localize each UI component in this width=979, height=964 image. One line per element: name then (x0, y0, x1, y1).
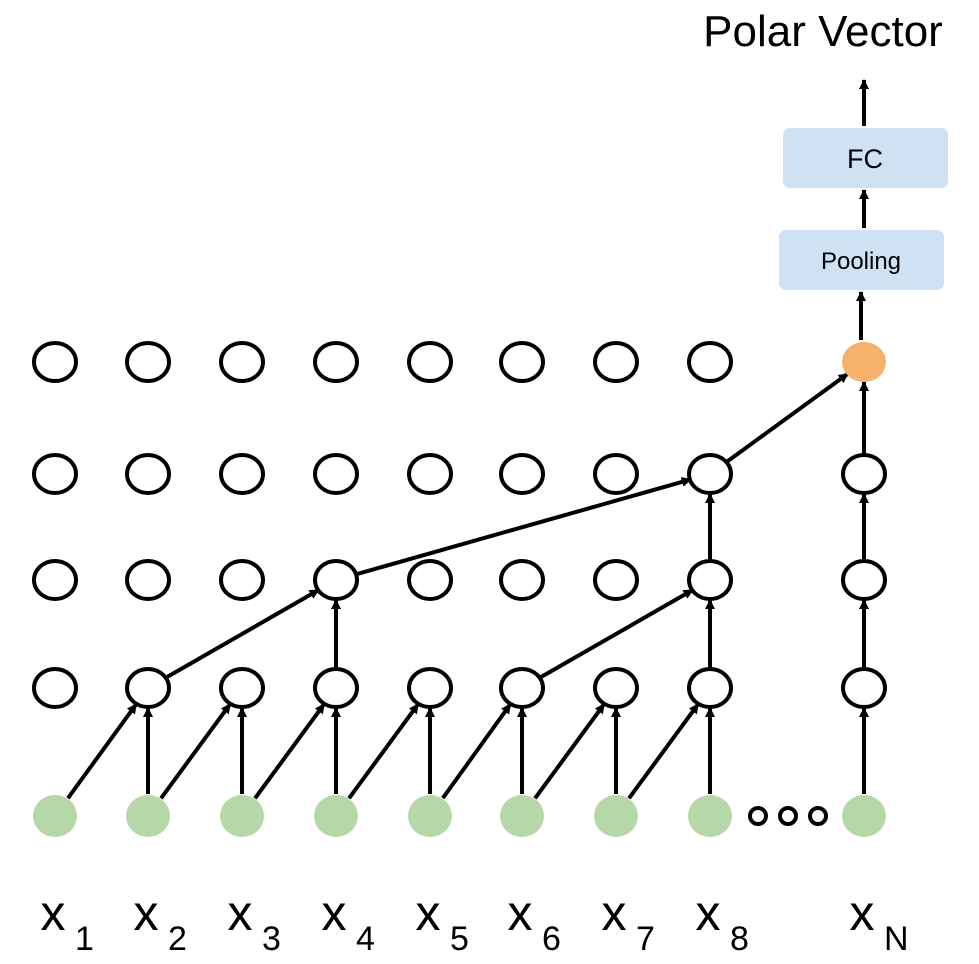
hidden-node (313, 453, 359, 495)
hidden-node (125, 453, 171, 495)
input-subscript: 7 (636, 920, 655, 958)
hidden-node (407, 667, 453, 709)
input-node (500, 795, 544, 837)
input-label: x (850, 885, 875, 941)
input-subscript: N (884, 920, 909, 958)
hidden-node (499, 341, 545, 383)
input-node (126, 795, 170, 837)
hidden-node (687, 667, 733, 709)
hidden-node (499, 453, 545, 495)
edge-arrow (627, 702, 700, 800)
hidden-node (593, 559, 639, 601)
hidden-node (499, 667, 545, 709)
hidden-node (313, 341, 359, 383)
edge-arrow (533, 702, 606, 800)
hidden-node (407, 559, 453, 601)
hidden-node (313, 559, 359, 601)
hidden-node (125, 559, 171, 601)
input-label: x (508, 885, 533, 941)
hidden-node (407, 341, 453, 383)
hidden-node (219, 341, 265, 383)
edge-arrow (441, 703, 512, 800)
hidden-node (219, 667, 265, 709)
hidden-node (125, 667, 171, 709)
input-subscript: 3 (262, 920, 281, 958)
input-label: x (696, 885, 721, 941)
input-label: x (134, 885, 159, 941)
edge-arrow (724, 372, 850, 464)
input-subscript: 2 (168, 920, 187, 958)
input-label: x (41, 885, 66, 941)
fc-block (783, 128, 948, 188)
input-node (688, 795, 732, 837)
input-label: x (228, 885, 253, 941)
input-label: x (602, 885, 627, 941)
input-subscript: 1 (75, 920, 94, 958)
input-label: x (416, 885, 441, 941)
edge-arrow (253, 702, 326, 800)
title: Polar Vector (703, 7, 943, 56)
hidden-node (687, 453, 733, 495)
hidden-node (593, 667, 639, 709)
edge-arrow (66, 703, 138, 800)
fc-label: FC (847, 144, 883, 174)
hidden-node (32, 341, 78, 383)
hidden-node (593, 341, 639, 383)
hidden-node (313, 667, 359, 709)
input-node (594, 795, 638, 837)
edge-arrow (354, 477, 692, 577)
hidden-node (219, 453, 265, 495)
edge-arrow (159, 702, 232, 800)
input-subscript: 8 (730, 920, 749, 958)
input-node (314, 795, 358, 837)
input-subscript: 5 (450, 920, 469, 958)
hidden-node (841, 453, 887, 495)
edge-arrow (347, 702, 420, 800)
hidden-node (219, 559, 265, 601)
edge-arrow (538, 588, 694, 680)
hidden-node (687, 341, 733, 383)
input-subscript: 4 (356, 920, 375, 958)
hidden-node (125, 341, 171, 383)
hidden-node (841, 667, 887, 709)
hidden-node (407, 453, 453, 495)
hidden-node (593, 453, 639, 495)
output-node (842, 342, 886, 382)
input-node (33, 795, 77, 837)
hidden-node (687, 559, 733, 601)
hidden-node (32, 667, 78, 709)
hidden-node (32, 559, 78, 601)
input-node (842, 795, 886, 837)
ellipsis-dots (748, 806, 828, 826)
pooling-label: Pooling (821, 248, 901, 275)
pooling-block (779, 230, 944, 290)
hidden-node (499, 559, 545, 601)
input-label: x (322, 885, 347, 941)
edge-arrow (164, 588, 320, 680)
input-node (220, 795, 264, 837)
hidden-node (32, 453, 78, 495)
input-node (408, 795, 452, 837)
input-subscript: 6 (542, 920, 561, 958)
hidden-node (841, 559, 887, 601)
